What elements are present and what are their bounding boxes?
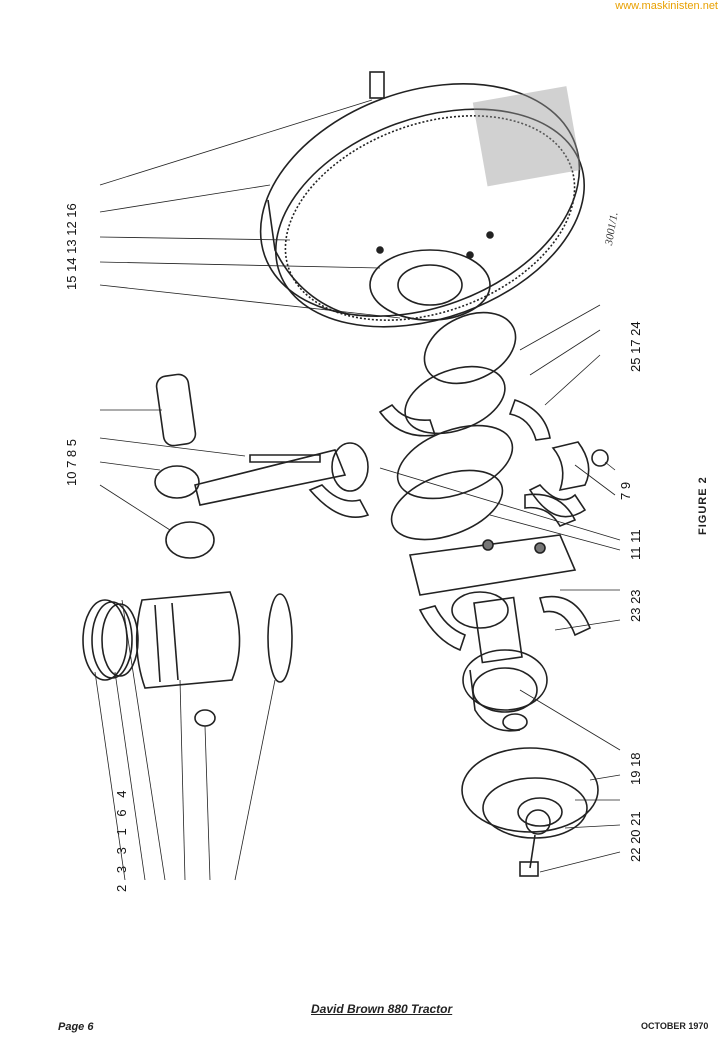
callout-group-crank-right: 25 17 24 xyxy=(628,321,643,372)
site-watermark[interactable]: www.maskinisten.net xyxy=(615,0,718,12)
callout-group-pulley: 22 20 21 xyxy=(628,811,643,862)
page-number: Page 6 xyxy=(58,1021,94,1033)
callout-group-rod: 10 7 8 5 xyxy=(64,439,79,486)
callout-group-piston: 2 3 3 1 6 4 xyxy=(114,786,129,892)
figure-caption: FIGURE 2 xyxy=(697,476,709,535)
crank-pulley xyxy=(461,747,599,877)
publication-date: OCTOBER 1970 xyxy=(641,1021,709,1031)
flywheel xyxy=(259,71,585,328)
callout-group-flywheel: 15 14 13 12 16 xyxy=(64,203,79,290)
callout-group-gear: 19 18 xyxy=(628,752,643,785)
callout-group-cap: 7 9 xyxy=(618,481,633,500)
timing-gear xyxy=(462,649,548,732)
bearing-shells xyxy=(378,398,592,652)
footer-title: David Brown 880 Tractor xyxy=(311,1002,453,1016)
callout-group-middle: 11 11 xyxy=(628,529,643,560)
leader-lines xyxy=(94,99,621,881)
callout-group-lower: 23 23 xyxy=(628,589,643,622)
connecting-rod xyxy=(154,373,609,559)
piston-assembly xyxy=(82,591,293,727)
crankshaft xyxy=(390,311,577,664)
